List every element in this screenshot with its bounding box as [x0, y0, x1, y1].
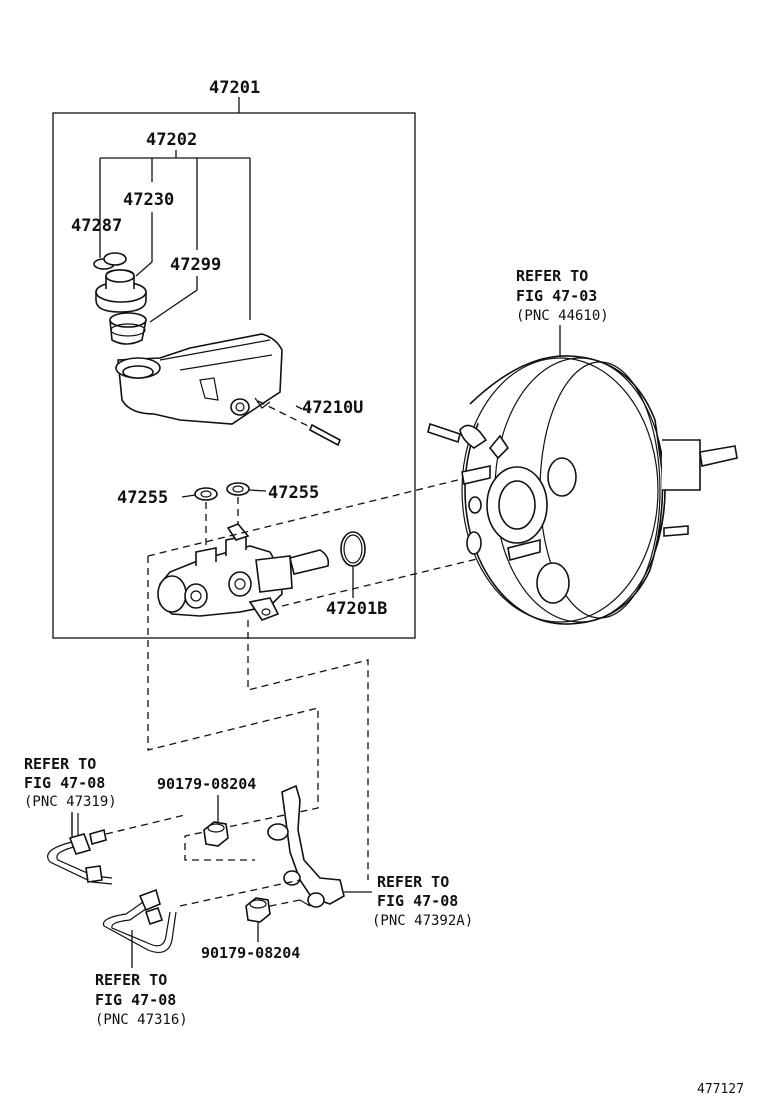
label-47201B: 47201B [326, 599, 387, 619]
ref-booster-line1: REFER TO [516, 267, 588, 285]
ref-left-tube-line3: (PNC 47319) [24, 794, 117, 810]
bolt-90179-top-part [203, 821, 229, 847]
ref-bracket-line2: FIG 47-08 [377, 892, 458, 910]
label-47299: 47299 [170, 255, 221, 275]
assembly-frame-47201 [52, 112, 416, 639]
label-47287: 47287 [71, 216, 122, 236]
figure-id: 477127 [697, 1082, 744, 1097]
grommet-47255-right-part [226, 482, 250, 496]
brake-tube-47319-part [47, 813, 113, 885]
ref-bottom-tube-line2: FIG 47-08 [95, 991, 176, 1009]
label-47210U: 47210U [302, 398, 363, 418]
label-47255-right: 47255 [268, 483, 319, 503]
ref-booster-line2: FIG 47-03 [516, 287, 597, 305]
label-90179-bottom: 90179-08204 [201, 944, 300, 962]
o-ring-47201B-part [340, 531, 366, 567]
ref-booster-line3: (PNC 44610) [516, 308, 609, 324]
ref-bottom-tube-line1: REFER TO [95, 971, 167, 989]
ref-bracket-line1: REFER TO [377, 873, 449, 891]
label-47255-left: 47255 [117, 488, 168, 508]
reservoir-tank-part [115, 333, 283, 425]
label-47201: 47201 [209, 78, 260, 98]
brake-tube-47316-part [102, 888, 177, 953]
clip-47287-part [93, 252, 127, 270]
reservoir-cap-47230-part [95, 269, 147, 313]
ref-left-tube-line2: FIG 47-08 [24, 774, 105, 792]
brake-booster-part [427, 355, 738, 625]
bolt-90179-bottom-part [245, 897, 271, 923]
ref-bottom-tube-line3: (PNC 47316) [95, 1012, 188, 1028]
label-47230: 47230 [123, 190, 174, 210]
label-47202: 47202 [146, 130, 197, 150]
master-cylinder-body-part [157, 523, 330, 621]
ref-bracket-line3: (PNC 47392A) [372, 913, 473, 929]
strainer-47299-part [109, 312, 147, 345]
bracket-47392A-part [267, 784, 345, 908]
ref-left-tube-line1: REFER TO [24, 755, 96, 773]
pin-47210U-part [257, 400, 342, 447]
label-90179-top: 90179-08204 [157, 775, 256, 793]
grommet-47255-left-part [194, 487, 218, 501]
